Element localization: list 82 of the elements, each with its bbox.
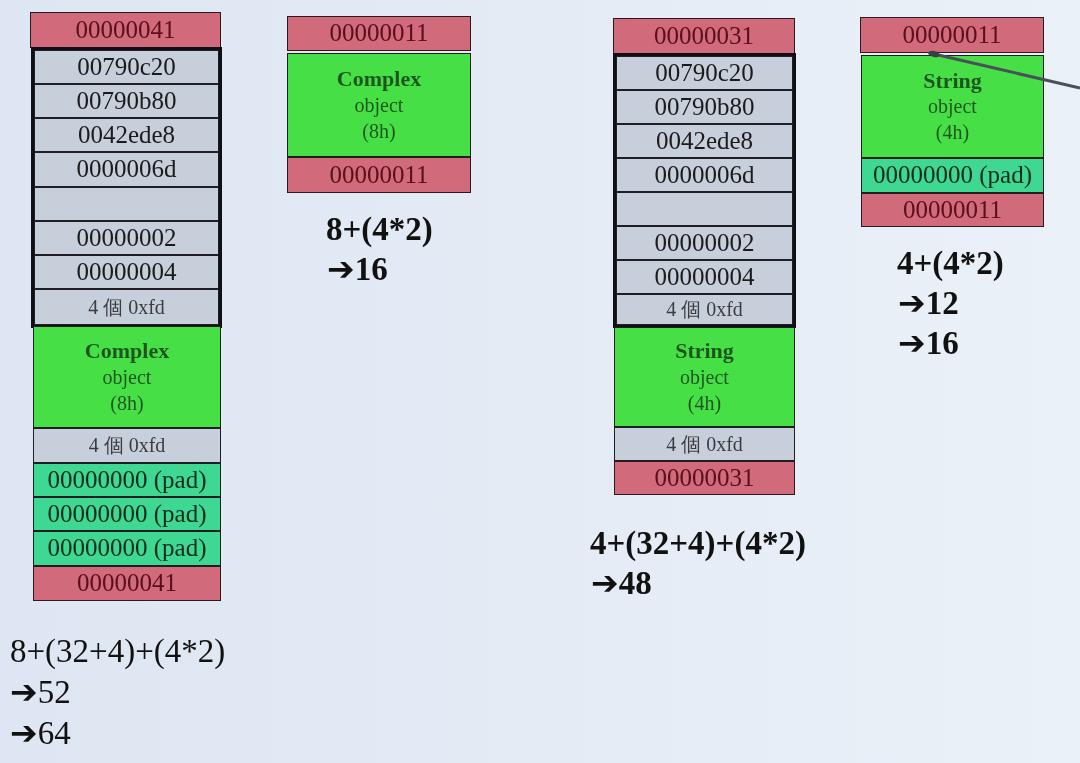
memory-cell [34,118,219,152]
cell-value: 00000004 [76,257,177,287]
memory-cell [616,294,793,325]
memory-cell [33,428,221,463]
object-size-text: object (8h) [354,92,404,144]
size-result: ➔48 [591,565,652,603]
memory-cell [614,461,795,495]
padding-cell [861,158,1044,193]
size-result: ➔12 [898,285,959,323]
memory-cell [34,84,219,118]
size-formula: 8+(32+4)+(4*2) [10,633,226,671]
cell-value: 00000011 [902,20,1002,50]
cell-value: 00000002 [654,228,755,258]
object-type-name: String [923,67,982,94]
object-size-text: object (4h) [680,364,729,416]
size-result: ➔64 [10,715,71,753]
size-formula: 4+(32+4)+(4*2) [590,525,806,563]
cell-value: 0042ede8 [77,120,176,150]
memory-cell [34,255,219,289]
cell-value: 00790c20 [77,52,176,82]
size-result: ➔16 [327,251,388,289]
cell-value: 00000000 (pad) [873,161,1032,190]
object-block [614,327,795,427]
object-type-name: Complex [84,338,170,364]
cell-value: 00790b80 [76,86,177,116]
cell-value: 4 個 0xfd [88,295,165,319]
object-block [287,53,471,157]
memory-cell [33,566,221,601]
cell-value: 00790c20 [655,58,754,88]
size-result: ➔52 [10,674,71,712]
cell-value: 4 個 0xfd [666,298,743,321]
size-formula: 4+(4*2) [897,245,1004,283]
cell-value: 00000011 [329,19,429,48]
memory-cell [616,226,793,260]
object-size-text: object (8h) [102,364,152,416]
memory-cell [616,260,793,294]
cell-value: 00000004 [654,262,755,292]
memory-cell [616,192,793,226]
padding-cell [33,463,221,497]
cell-value: 00000041 [75,15,176,45]
object-type-name: Complex [336,66,422,92]
memory-cell [861,193,1044,227]
cell-value: 00790b80 [654,92,755,122]
object-size-text: object (4h) [928,94,977,146]
size-result: ➔16 [898,325,959,363]
cell-value: 0042ede8 [655,126,754,156]
cell-value: 00000011 [329,160,429,190]
cell-value: 00000041 [77,569,177,598]
memory-cell [860,17,1044,53]
memory-cell [287,157,471,193]
memory-cell [614,427,795,461]
memory-cell [616,56,793,90]
cell-value: 00000031 [654,21,754,51]
header-frame [613,53,796,328]
cell-value: 00000002 [76,223,177,253]
padding-cell [33,531,221,566]
object-block [33,326,221,428]
memory-cell [34,50,219,84]
memory-cell [34,187,219,221]
cell-value: 00000031 [654,463,755,493]
cell-value: 4 個 0xfd [666,432,743,456]
size-formula: 8+(4*2) [326,211,433,249]
cell-value: 00000000 (pad) [47,534,207,563]
object-block [861,55,1044,158]
memory-cell [616,124,793,158]
cell-value: 4 個 0xfd [88,434,166,457]
cell-value: 00000011 [902,195,1003,225]
cell-value: 00000000 (pad) [47,465,207,495]
padding-cell [33,497,221,531]
cell-value: 00000000 (pad) [47,499,207,529]
memory-cell [616,90,793,124]
memory-cell [34,152,219,187]
memory-cell [613,18,795,54]
memory-cell [287,16,471,51]
cell-value: 0000006d [76,155,177,184]
memory-cell [34,289,219,325]
cell-value: 0000006d [654,160,755,190]
memory-cell [30,12,221,48]
memory-cell [616,158,793,192]
header-frame [31,47,222,328]
object-type-name: String [675,338,734,364]
memory-cell [34,221,219,255]
